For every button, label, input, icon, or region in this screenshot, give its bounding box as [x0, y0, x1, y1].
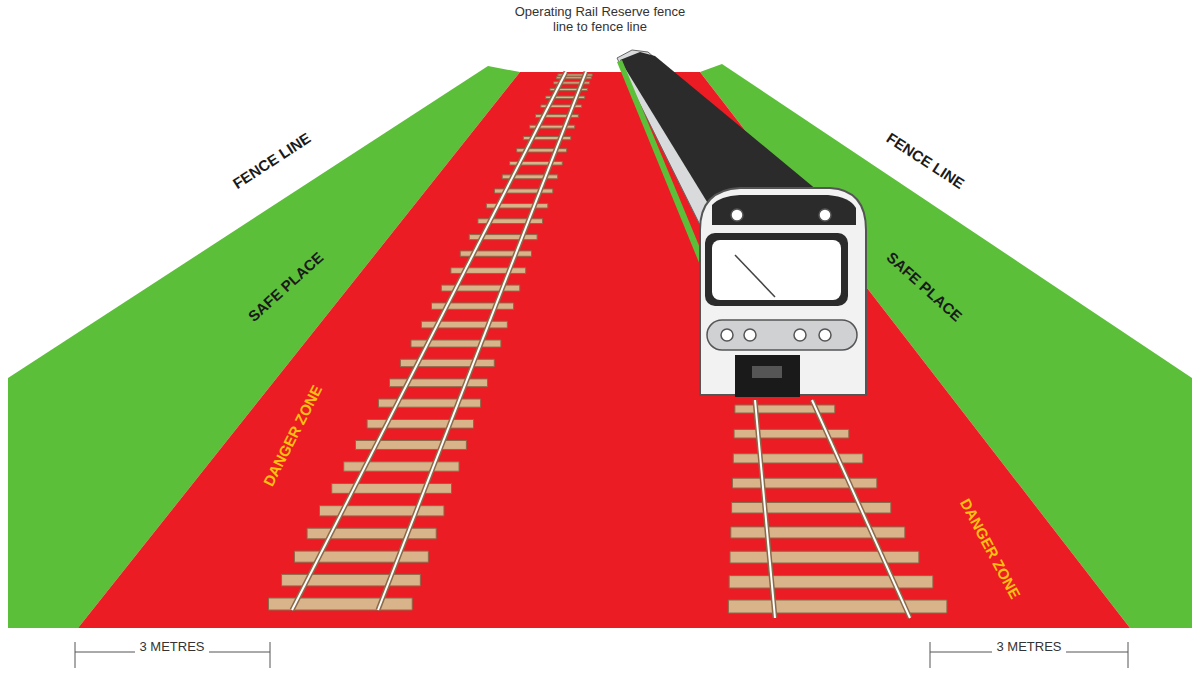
dimension-label: 3 METRES [992, 639, 1065, 654]
sleepers [269, 74, 947, 613]
dimension-label: 3 METRES [135, 639, 208, 654]
fence-line-label: FENCE LINE [230, 129, 314, 192]
dimension-brackets [75, 642, 1128, 668]
danger-zone [78, 72, 1130, 628]
rails [292, 72, 910, 618]
train [617, 50, 866, 397]
diagram-title: Operating Rail Reserve fence line to fen… [505, 4, 695, 34]
